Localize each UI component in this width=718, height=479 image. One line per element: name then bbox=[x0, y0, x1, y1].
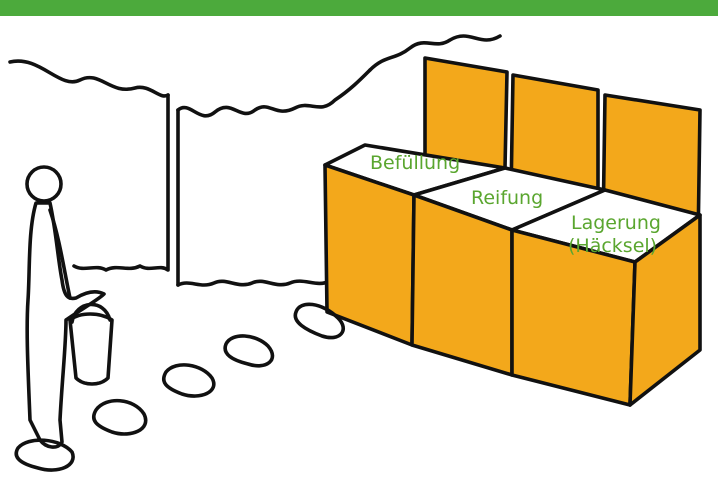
person-figure bbox=[25, 165, 106, 449]
bucket bbox=[68, 302, 114, 386]
compost-bins bbox=[323, 56, 702, 407]
bucket-handle bbox=[70, 302, 112, 324]
person-head bbox=[25, 165, 63, 203]
person-arm bbox=[48, 208, 72, 300]
stepping-stone bbox=[293, 302, 345, 340]
label-storage-line1: Lagerung bbox=[571, 212, 661, 234]
bin-side-right bbox=[628, 213, 702, 407]
stepping-stones bbox=[14, 302, 345, 472]
stepping-stone bbox=[223, 334, 275, 368]
person-body bbox=[25, 201, 106, 449]
label-filling: Befüllung bbox=[370, 152, 460, 174]
stepping-stone bbox=[91, 398, 148, 436]
label-ripening: Reifung bbox=[471, 187, 543, 209]
bucket-body bbox=[68, 312, 114, 386]
hedge-outline bbox=[8, 34, 502, 287]
header-accent-bar bbox=[0, 0, 718, 16]
stepping-stone bbox=[161, 363, 216, 398]
label-storage-line2: (Häcksel) bbox=[568, 235, 657, 257]
